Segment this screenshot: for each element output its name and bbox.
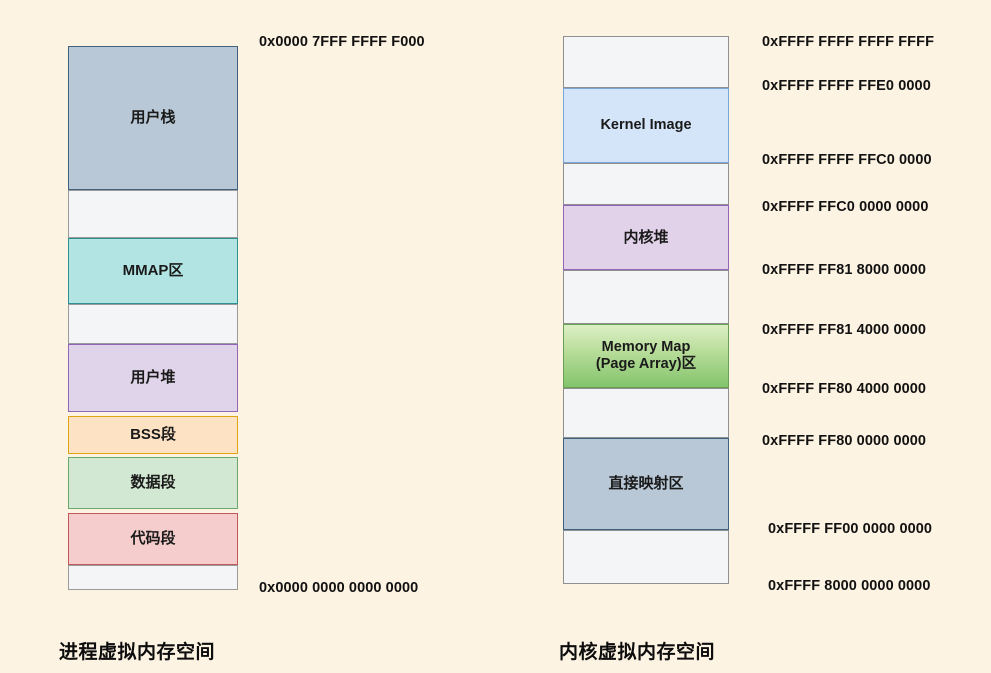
addr-kernel-ffffffffffe00000: 0xFFFF FFFF FFE0 0000 <box>762 78 931 94</box>
addr-kernel-ffffffffffc00000: 0xFFFF FFFF FFC0 0000 <box>762 152 932 168</box>
caption-process-space: 进程虚拟内存空间 <box>59 642 216 663</box>
segment-direct-mapping-region: 直接映射区 <box>563 438 729 530</box>
segment-code-segment: 代码段 <box>68 513 238 565</box>
segment-label-data-segment: 数据段 <box>130 474 176 492</box>
segment-gap-image-heap <box>563 163 729 205</box>
addr-kernel-ffffff8140000000: 0xFFFF FF81 4000 0000 <box>762 322 927 338</box>
segment-user-heap: 用户堆 <box>68 344 238 412</box>
segment-reserved-low <box>68 565 238 590</box>
segment-kernel-heap: 内核堆 <box>563 205 729 270</box>
addr-process-top: 0x0000 7FFF FFFF F000 <box>259 34 425 50</box>
segment-bss-segment: BSS段 <box>68 416 238 454</box>
segment-gap-stack-mmap <box>68 190 238 238</box>
addr-kernel-ffffffc000000000: 0xFFFF FFC0 0000 0000 <box>762 199 929 215</box>
segment-gap-mmap-heap <box>68 304 238 344</box>
addr-process-bottom: 0x0000 0000 0000 0000 <box>259 580 419 596</box>
addr-kernel-ffffff0000000000: 0xFFFF FF00 0000 0000 <box>768 521 933 537</box>
addr-kernel-ffffff8180000000: 0xFFFF FF81 8000 0000 <box>762 262 927 278</box>
segment-label-user-heap: 用户堆 <box>130 369 176 387</box>
segment-label-kernel-image: Kernel Image <box>600 116 692 133</box>
segment-label-user-stack: 用户栈 <box>130 109 176 127</box>
segment-label-direct-mapping-region: 直接映射区 <box>608 475 684 493</box>
addr-kernel-ffffff8000000000: 0xFFFF FF80 0000 0000 <box>762 433 927 449</box>
addr-kernel-ffffff8040000000: 0xFFFF FF80 4000 0000 <box>762 381 927 397</box>
segment-kernel-top-gap <box>563 36 729 88</box>
segment-user-stack: 用户栈 <box>68 46 238 190</box>
segment-kernel-image: Kernel Image <box>563 88 729 163</box>
segment-kernel-bottom-gap <box>563 530 729 584</box>
segment-memory-map-page-array: Memory Map (Page Array)区 <box>563 324 729 388</box>
segment-label-code-segment: 代码段 <box>130 530 176 548</box>
segment-gap-memmap-direct <box>563 388 729 438</box>
addr-kernel-ffffffffffffffff: 0xFFFF FFFF FFFF FFFF <box>762 34 935 50</box>
segment-label-bss-segment: BSS段 <box>130 426 176 444</box>
addr-kernel-ffff800000000000: 0xFFFF 8000 0000 0000 <box>768 578 931 594</box>
segment-mmap-region: MMAP区 <box>68 238 238 304</box>
segment-label-kernel-heap: 内核堆 <box>623 228 669 246</box>
segment-label-memory-map-page-array: Memory Map (Page Array)区 <box>595 338 697 372</box>
segment-data-segment: 数据段 <box>68 457 238 509</box>
segment-label-mmap-region: MMAP区 <box>122 262 184 280</box>
segment-gap-heap-memmap <box>563 270 729 324</box>
caption-kernel-space: 内核虚拟内存空间 <box>559 642 716 663</box>
